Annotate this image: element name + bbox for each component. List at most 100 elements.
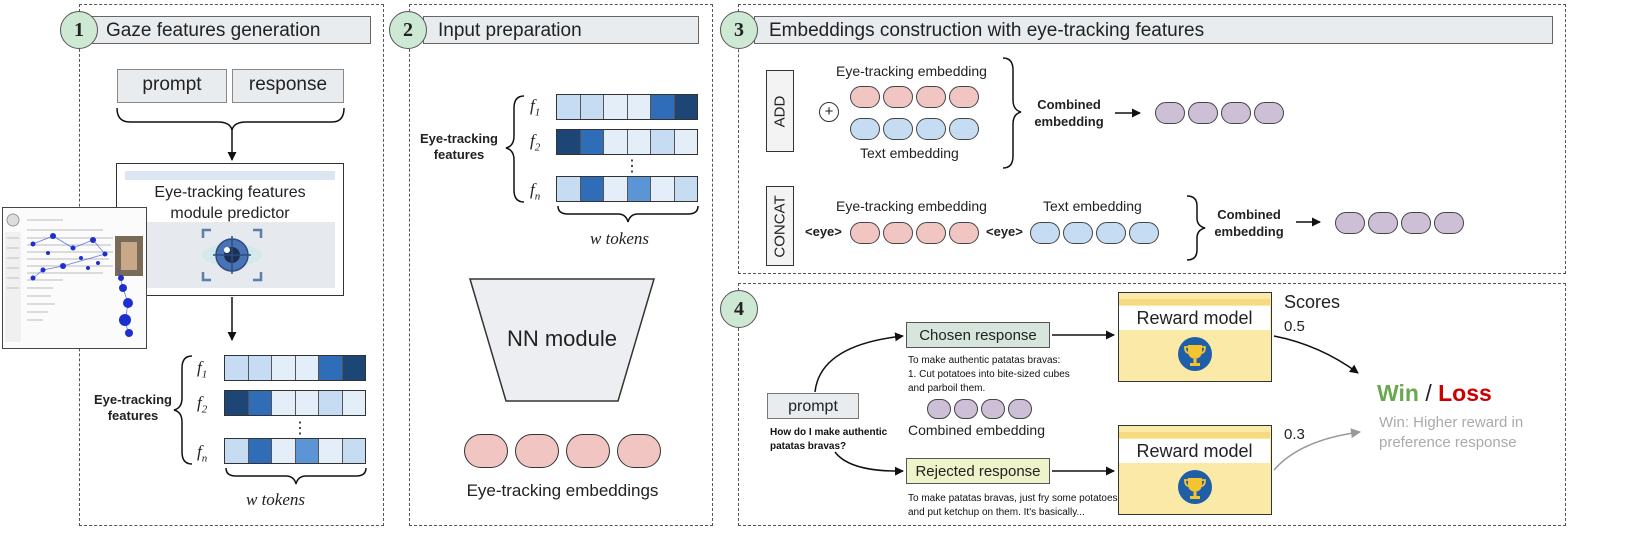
chosen-text-line2: 1. Cut potatoes into bite-sized cubes xyxy=(908,369,1070,380)
step-2-number: 2 xyxy=(403,18,413,41)
chosen-text-line3: and parboil them. xyxy=(908,383,986,394)
panel1-fn-sub: n xyxy=(201,452,208,465)
gaze-heatmap-graphic xyxy=(3,208,146,348)
gaze-screenshot-thumbnail xyxy=(2,207,147,349)
loss-text: Loss xyxy=(1438,380,1492,406)
concat-combined-pill-3 xyxy=(1401,212,1431,234)
concat-combined-pill-4 xyxy=(1434,212,1464,234)
panel2-features-line1: Eye-tracking xyxy=(419,131,499,146)
concat-combined-line1: Combined xyxy=(1217,207,1281,222)
reward-model-2-label: Reward model xyxy=(1119,439,1270,463)
panel2-f2-letter: f xyxy=(530,131,535,150)
win-note-line2: preference response xyxy=(1379,434,1517,451)
eye-tracking-embeddings-label: Eye-tracking embeddings xyxy=(466,481,659,500)
concat-eye-embedding-label: Eye-tracking embedding xyxy=(836,198,987,214)
nn-module-trapezoid xyxy=(468,278,656,402)
add-text-pill-3 xyxy=(916,118,946,140)
panel1-fn-letter: f xyxy=(197,442,202,461)
prompt-question-line2: patatas bravas? xyxy=(770,441,847,452)
eye-target-icon xyxy=(201,228,263,282)
prompt-question-line1: How do I make authentic xyxy=(770,427,888,438)
panel1-fn-label: fn xyxy=(197,442,207,464)
panel2-f2-label: f2 xyxy=(530,131,540,153)
reward-combined-pill-3 xyxy=(981,399,1005,419)
win-text: Win xyxy=(1377,380,1419,406)
concat-combined-pill-2 xyxy=(1368,212,1398,234)
concat-combined-pill-1 xyxy=(1335,212,1365,234)
panel-embeddings-construction xyxy=(738,4,1566,274)
panel1-title: Gaze features generation xyxy=(91,16,371,44)
nn-embedding-3 xyxy=(566,434,610,468)
panel2-fn-label: fn xyxy=(530,180,540,202)
add-text-pill-1 xyxy=(850,118,880,140)
concat-text-pill-1 xyxy=(1030,222,1060,244)
eye-token-1: <eye> xyxy=(805,224,842,239)
add-text-pill-2 xyxy=(883,118,913,140)
eye-token-2: <eye> xyxy=(986,224,1023,239)
concat-eye-pill-1 xyxy=(850,222,880,244)
panel-reward-model xyxy=(738,283,1566,526)
panel1-feature-row-1 xyxy=(224,355,366,381)
step-1-number: 1 xyxy=(74,18,84,41)
nn-embedding-2 xyxy=(515,434,559,468)
add-eye-embedding-label: Eye-tracking embedding xyxy=(836,63,987,79)
score-rejected: 0.3 xyxy=(1284,426,1305,443)
concat-eye-pill-3 xyxy=(916,222,946,244)
panel2-fn-letter: f xyxy=(530,180,535,199)
rejected-text-line2: and put ketchup on them. It's basically.… xyxy=(908,507,1085,518)
add-combined-pill-1 xyxy=(1155,102,1185,124)
response-box-label: response xyxy=(248,74,328,95)
step-2-circle: 2 xyxy=(389,11,427,49)
nn-embedding-1 xyxy=(464,434,508,468)
panel2-title: Input preparation xyxy=(423,16,699,44)
add-combined-pill-4 xyxy=(1254,102,1284,124)
concat-combined-line2: embedding xyxy=(1214,224,1284,239)
panel2-features-line2: features xyxy=(433,147,485,162)
panel1-f1-label: f1 xyxy=(197,358,207,380)
win-loss-slash: / xyxy=(1418,380,1439,406)
reward-combined-label: Combined embedding xyxy=(908,422,1045,438)
prompt-box-label: prompt xyxy=(142,74,202,95)
panel1-features-line1: Eye-tracking xyxy=(93,392,173,407)
add-eye-pill-3 xyxy=(916,86,946,108)
add-text-embedding-label: Text embedding xyxy=(860,145,959,161)
panel-input-preparation xyxy=(409,4,713,526)
panel1-dots: ⋮ xyxy=(292,420,308,437)
reward-model-1: Reward model xyxy=(1118,292,1272,382)
reward-model-2: Reward model xyxy=(1118,425,1272,515)
concat-combined-label: Combined embedding xyxy=(1210,206,1288,240)
nn-module-label: NN module xyxy=(506,326,618,351)
panel1-tokens-label: w tokens xyxy=(246,490,306,509)
step-3-circle: 3 xyxy=(720,11,758,49)
add-eye-pill-1 xyxy=(850,86,880,108)
rejected-response-box: Rejected response xyxy=(906,458,1050,484)
chosen-text-line1: To make authentic patatas bravas: xyxy=(908,355,1061,366)
panel1-feature-row-n xyxy=(224,438,366,464)
panel1-f1-letter: f xyxy=(197,358,202,377)
step-4-number: 4 xyxy=(734,297,744,320)
panel2-feature-row-2 xyxy=(556,129,698,155)
rejected-text-line1: To make patatas bravas, just fry some po… xyxy=(908,493,1118,504)
add-combined-label: Combined embedding xyxy=(1030,96,1108,130)
reward-prompt-box: prompt xyxy=(767,393,859,419)
score-chosen: 0.5 xyxy=(1284,318,1305,335)
add-combined-pill-2 xyxy=(1188,102,1218,124)
add-combined-pill-3 xyxy=(1221,102,1251,124)
plus-circle-icon: + xyxy=(819,102,839,122)
concat-text-pill-2 xyxy=(1063,222,1093,244)
panel1-features-line2: features xyxy=(107,408,159,423)
win-note-line1: Win: Higher reward in xyxy=(1379,414,1524,431)
reward-combined-pill-4 xyxy=(1008,399,1032,419)
panel2-feature-row-n xyxy=(556,176,698,202)
predictor-label-line1: Eye-tracking features xyxy=(154,184,306,201)
concat-eye-pill-2 xyxy=(883,222,913,244)
reward-combined-pill-2 xyxy=(954,399,978,419)
step-3-number: 3 xyxy=(734,18,744,41)
panel2-tokens-label: w tokens xyxy=(590,229,650,248)
panel2-fn-sub: n xyxy=(534,190,541,203)
panel2-feature-row-1 xyxy=(556,94,698,120)
trophy-icon xyxy=(1178,337,1212,371)
chosen-response-box: Chosen response xyxy=(906,322,1050,348)
predictor-label-line2: module predictor xyxy=(170,205,290,222)
add-eye-pill-2 xyxy=(883,86,913,108)
